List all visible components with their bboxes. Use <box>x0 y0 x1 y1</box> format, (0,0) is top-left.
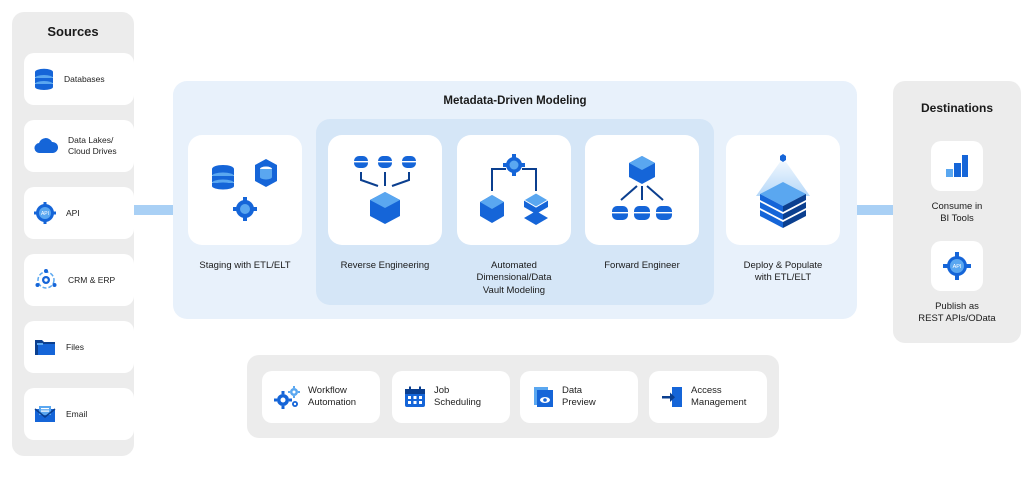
staging-icon <box>212 159 277 221</box>
destinations-panel: Destinations Consume in BI Tools API Pub… <box>893 81 1021 343</box>
destinations-title: Destinations <box>920 101 993 115</box>
deploy-icon <box>756 154 810 228</box>
stage-label-text: Automated Dimensional/Data Vault Modelin… <box>476 260 552 296</box>
destination-label: Consume in BI Tools <box>931 201 983 225</box>
tool-access-management: Access Management <box>649 371 767 423</box>
crm-erp-icon <box>35 269 57 289</box>
api-gear-icon: API <box>34 202 56 224</box>
source-email: Email <box>24 388 134 440</box>
stage-label: Forward Engineer <box>604 260 680 271</box>
source-crm-erp: CRM & ERP <box>24 254 134 306</box>
stage-label: Staging with ETL/ELT <box>199 260 291 271</box>
destination-bi-tools <box>931 141 983 191</box>
email-icon <box>34 406 56 422</box>
stage-label: Automated Dimensional/Data Vault Modelin… <box>449 260 579 297</box>
stage-forward-engineer <box>585 135 699 245</box>
tool-job-scheduling: Job Scheduling <box>392 371 510 423</box>
destination-label: Publish as REST APIs/OData <box>918 301 996 325</box>
stage-label-text: Deploy & Populate with ETL/ELT <box>743 260 823 284</box>
tool-label: Job Scheduling <box>434 385 482 408</box>
tools-panel: Workflow Automation Job Scheduling Data … <box>247 355 779 438</box>
data-preview-icon <box>534 387 553 407</box>
calendar-icon <box>405 386 425 407</box>
cloud-icon <box>34 138 58 154</box>
reverse-engineering-icon <box>354 156 416 224</box>
tool-workflow-automation: Workflow Automation <box>262 371 380 423</box>
source-label: Files <box>66 341 84 352</box>
bar-chart-icon <box>946 155 968 177</box>
tool-label: Workflow Automation <box>308 385 357 408</box>
source-data-lakes: Data Lakes/ Cloud Drives <box>24 120 134 172</box>
connector-right <box>857 205 893 215</box>
source-api: API API <box>24 187 134 239</box>
connector-left <box>134 205 173 215</box>
api-gear-icon: API <box>943 252 971 280</box>
svg-text:API: API <box>953 264 962 270</box>
source-label: Email <box>66 408 88 419</box>
stage-dimensional-modeling <box>457 135 571 245</box>
forward-engineer-icon <box>612 156 672 220</box>
source-databases: Databases <box>24 53 134 105</box>
stage-label: Reverse Engineering <box>340 260 430 271</box>
tool-label: Data Preview <box>562 385 596 408</box>
access-login-icon <box>662 387 682 407</box>
tool-label: Access Management <box>691 385 747 408</box>
source-label: CRM & ERP <box>68 274 116 285</box>
destination-rest-api: API <box>931 241 983 291</box>
source-label: Data Lakes/ Cloud Drives <box>68 135 117 156</box>
modeling-title: Metadata-Driven Modeling <box>443 95 587 107</box>
sources-title: Sources <box>47 24 99 39</box>
stage-staging <box>188 135 302 245</box>
sources-panel: Sources Databases Data Lakes/ Cloud Driv… <box>12 12 134 456</box>
source-label: API <box>66 207 80 218</box>
stage-reverse-engineering <box>328 135 442 245</box>
source-label: Databases <box>64 73 105 84</box>
tool-data-preview: Data Preview <box>520 371 638 423</box>
dimensional-modeling-icon <box>480 154 549 225</box>
stage-label: Deploy & Populate with ETL/ELT <box>718 260 848 285</box>
database-icon <box>35 68 53 90</box>
workflow-gears-icon <box>274 386 300 409</box>
svg-text:API: API <box>41 211 49 217</box>
stage-deploy <box>726 135 840 245</box>
folder-icon <box>35 340 55 355</box>
source-files: Files <box>24 321 134 373</box>
